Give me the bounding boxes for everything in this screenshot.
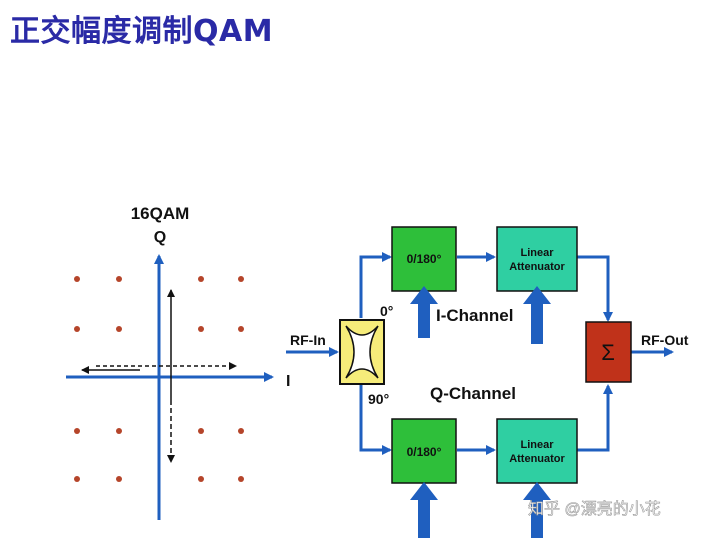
quadrature-coupler	[339, 319, 385, 385]
rf-in-label: RF-In	[290, 332, 326, 348]
q-axis-label: Q	[154, 229, 166, 246]
constellation-point	[74, 476, 80, 482]
bottom-sum-wire	[577, 384, 613, 452]
constellation-point	[238, 476, 244, 482]
control-arrow-phase-top	[410, 286, 438, 338]
attenuator-bottom	[496, 418, 578, 484]
phase-bottom-label: 0/180°	[407, 445, 442, 459]
phase-0-label: 0°	[380, 303, 393, 319]
atten-top-line2: Attenuator	[509, 261, 565, 273]
sum-symbol: Σ	[601, 340, 615, 365]
constellation-point	[116, 476, 122, 482]
q-channel-label: Q-Channel	[430, 384, 516, 403]
control-arrows	[410, 286, 551, 538]
control-arrow-atten-top	[523, 286, 551, 344]
phase-90-label: 90°	[368, 391, 389, 407]
control-arrow-phase-bottom	[410, 482, 438, 538]
constellation-point	[238, 428, 244, 434]
atten-bottom-line1: Linear	[520, 439, 554, 451]
phase-block-top	[391, 226, 457, 292]
atten-top-line1: Linear	[520, 247, 554, 259]
watermark: 知乎 @漂亮的小花	[528, 500, 661, 518]
constellation-point	[74, 326, 80, 332]
atten-bottom-line2: Attenuator	[509, 453, 565, 465]
constellation-label: 16QAM	[131, 204, 190, 223]
constellation-point	[238, 326, 244, 332]
top-sum-wire	[577, 255, 613, 322]
constellation-point	[198, 326, 204, 332]
control-arrow-atten-bottom	[523, 482, 551, 538]
constellation-point	[116, 326, 122, 332]
constellation-points	[74, 276, 244, 482]
constellation-point	[116, 276, 122, 282]
top-branch-wire	[359, 252, 392, 318]
constellation-point	[74, 276, 80, 282]
constellation-point	[74, 428, 80, 434]
i-axis-label: I	[286, 373, 290, 390]
constellation-point	[198, 276, 204, 282]
rf-out-label: RF-Out	[641, 332, 689, 348]
summing-block	[585, 321, 632, 383]
attenuator-top	[496, 226, 578, 292]
slide-title: 正交幅度调制QAM	[10, 14, 274, 49]
phase-top-label: 0/180°	[407, 252, 442, 266]
phase-block-bottom	[391, 418, 457, 484]
constellation-point	[198, 476, 204, 482]
i-channel-label: I-Channel	[436, 306, 513, 325]
constellation-point	[116, 428, 122, 434]
bottom-branch-wire	[359, 385, 392, 455]
wiring	[286, 252, 674, 455]
constellation-point	[198, 428, 204, 434]
constellation-point	[238, 276, 244, 282]
